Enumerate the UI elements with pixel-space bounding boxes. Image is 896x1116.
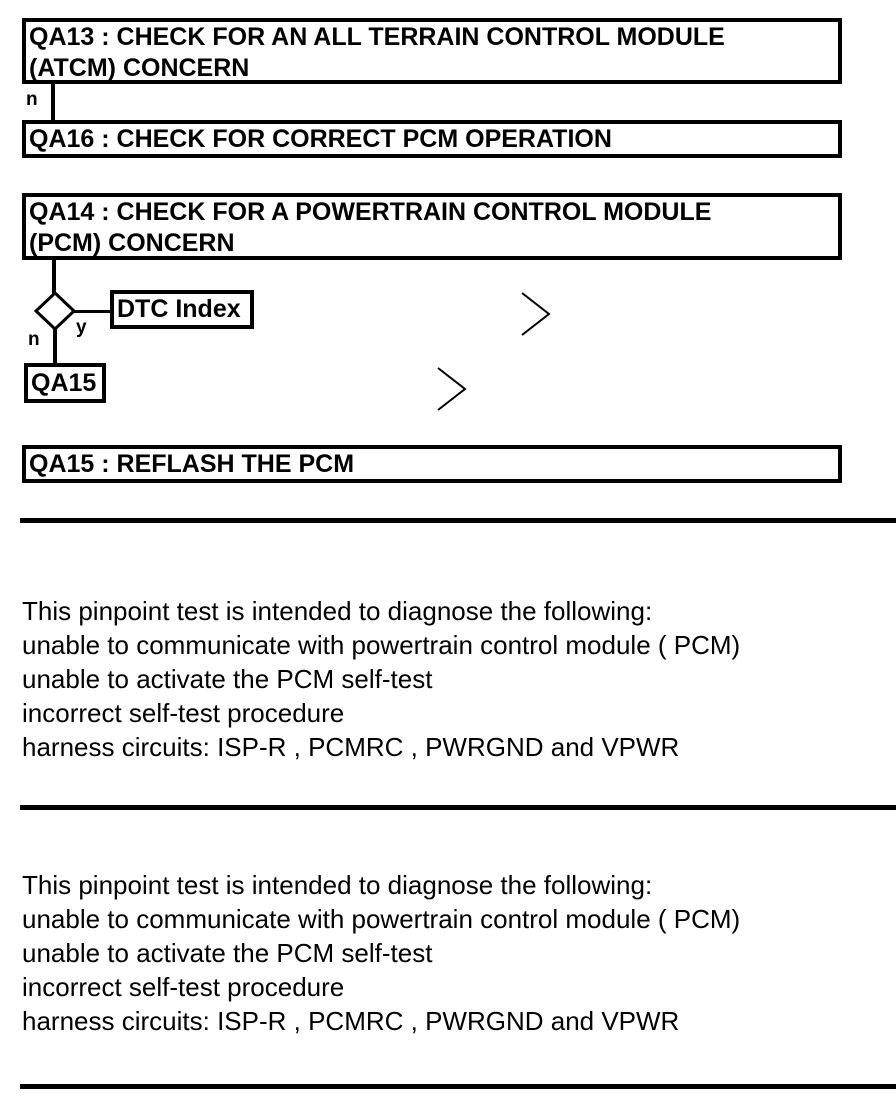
- step-qa16-box: QA16 : CHECK FOR CORRECT PCM OPERATION: [22, 120, 842, 158]
- branch-label-no: n: [26, 89, 38, 110]
- description-block-1: This pinpoint test is intended to diagno…: [22, 594, 740, 764]
- description-line: unable to activate the PCM self-test: [22, 664, 433, 694]
- step-qa13-box: QA13 : CHECK FOR AN ALL TERRAIN CONTROL …: [22, 18, 842, 84]
- step-qa14-box: QA14 : CHECK FOR A POWERTRAIN CONTROL MO…: [22, 193, 842, 260]
- connector-qa13-qa16: [51, 84, 55, 122]
- description-line: unable to communicate with powertrain co…: [22, 630, 741, 660]
- description-line: unable to activate the PCM self-test: [22, 938, 433, 968]
- dtc-index-link[interactable]: DTC Index: [110, 290, 254, 329]
- connector-decision-qa15: [53, 329, 57, 366]
- decision-diamond: [33, 291, 77, 331]
- description-line: incorrect self-test procedure: [22, 698, 345, 728]
- description-line: incorrect self-test procedure: [22, 972, 345, 1002]
- description-line: harness circuits: ISP-R , PCMRC , PWRGND…: [22, 732, 680, 762]
- section-divider: [20, 518, 896, 523]
- description-line: This pinpoint test is intended to diagno…: [22, 870, 653, 900]
- description-line: This pinpoint test is intended to diagno…: [22, 596, 653, 626]
- qa15-link[interactable]: QA15: [24, 363, 106, 403]
- decision-yes-label: y: [76, 317, 87, 338]
- description-line: harness circuits: ISP-R , PCMRC , PWRGND…: [22, 1006, 680, 1036]
- step-qa15-box: QA15 : REFLASH THE PCM: [22, 445, 842, 483]
- section-divider: [20, 805, 896, 810]
- description-line: unable to communicate with powertrain co…: [22, 904, 741, 934]
- connector-qa14-decision: [52, 260, 56, 294]
- description-block-2: This pinpoint test is intended to diagno…: [22, 868, 740, 1038]
- chevron-right-icon[interactable]: [518, 290, 554, 338]
- decision-no-label: n: [28, 329, 40, 350]
- chevron-right-icon[interactable]: [434, 365, 470, 413]
- section-divider: [20, 1084, 896, 1089]
- connector-decision-dtc: [73, 310, 111, 313]
